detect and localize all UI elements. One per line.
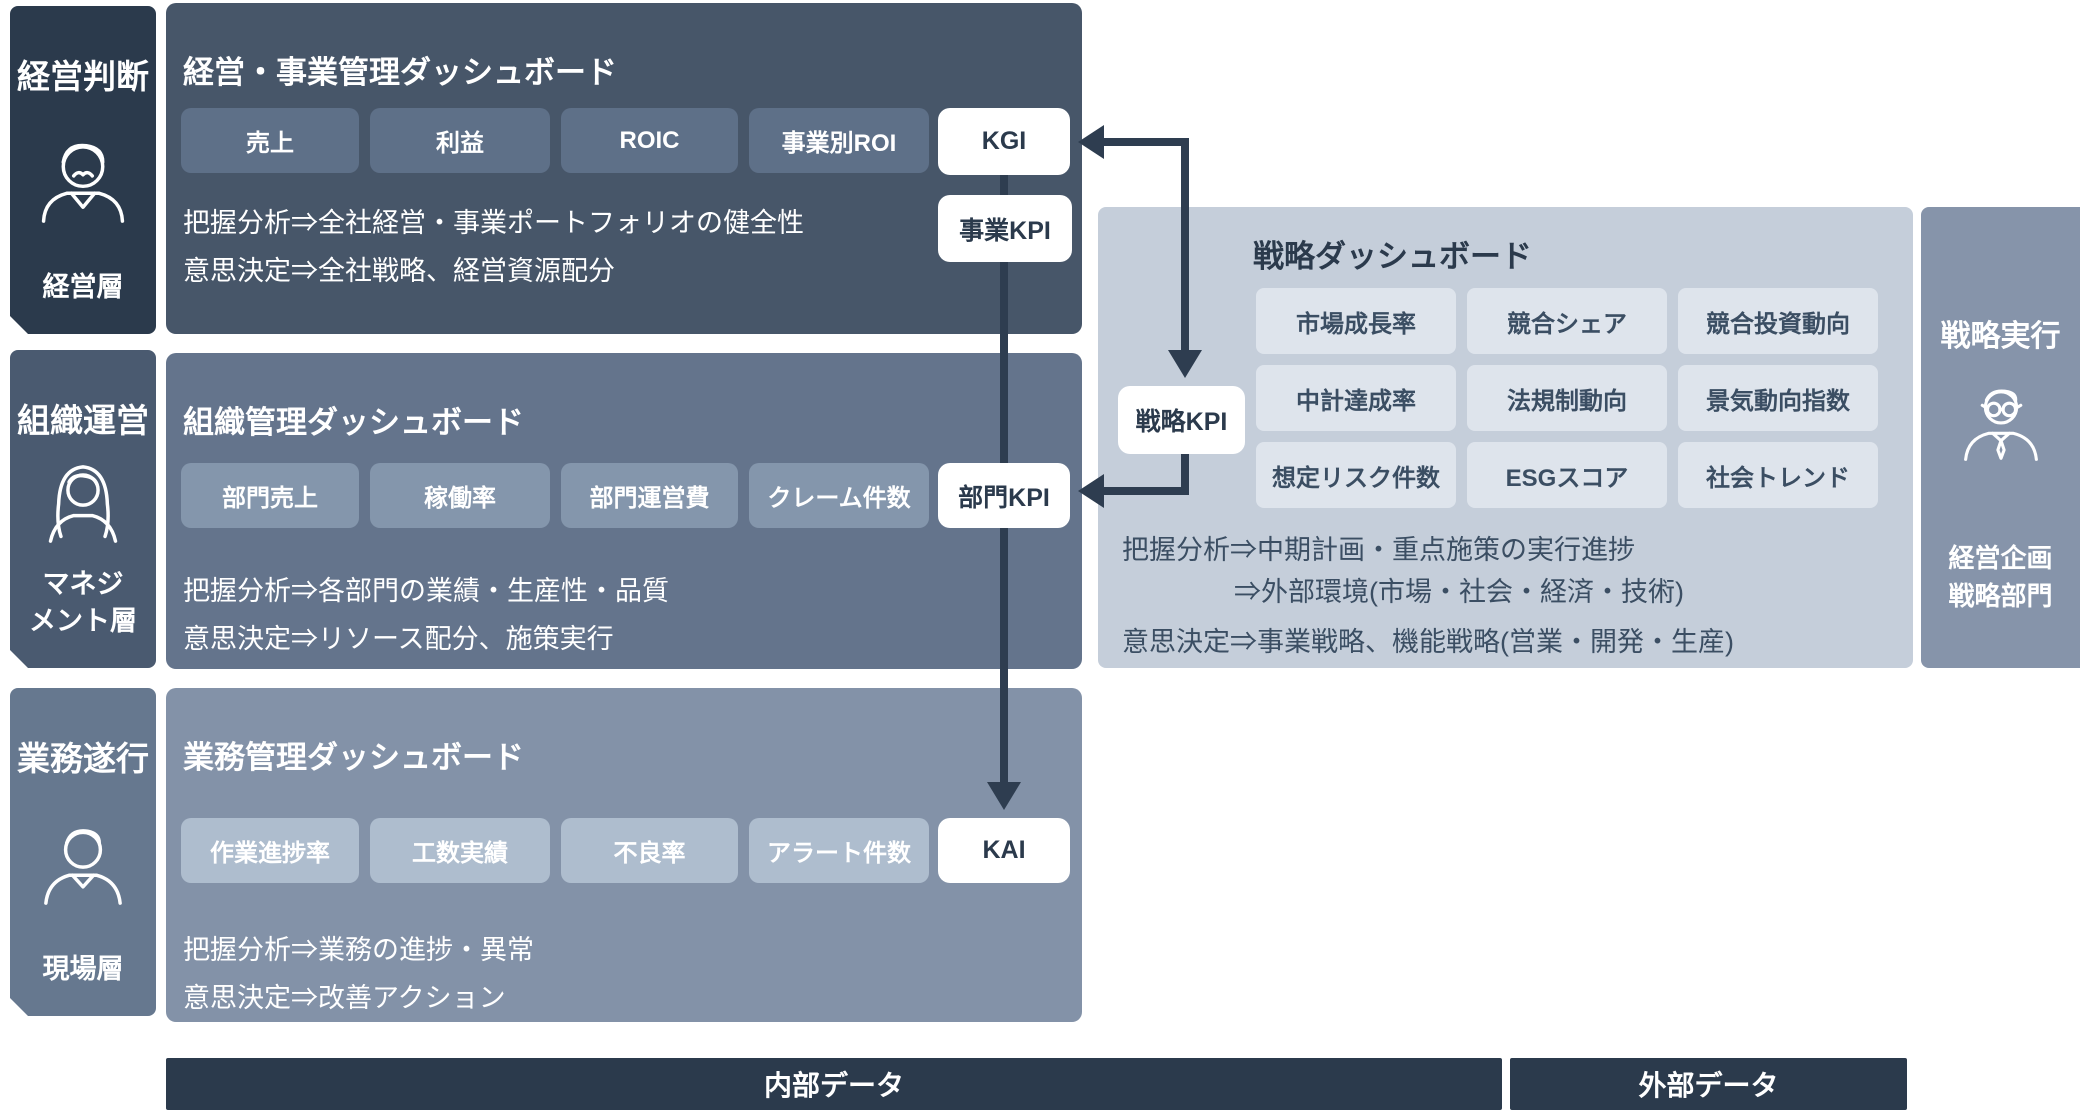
organization-decision-line: 意思決定⇒リソース配分、施策実行 xyxy=(183,624,614,654)
business-kpi-chip: 事業KPI xyxy=(938,195,1072,262)
connector-deptkpi-horizontal xyxy=(1104,487,1189,495)
metric-chip-utilization: 稼働率 xyxy=(370,463,550,528)
connector-strategykpi-down xyxy=(1181,454,1189,495)
strategy-analysis-line1: 把握分析⇒中期計画・重点施策の実行進捗 xyxy=(1122,535,1635,565)
layer-label-executive: 経営層 xyxy=(42,272,124,302)
arrow-to-kai-icon xyxy=(987,782,1021,810)
organization-metric-row: 部門売上 稼働率 部門運営費 クレーム件数 xyxy=(181,463,929,528)
strategy-metric-grid: 市場成長率 競合シェア 競合投資動向 中計達成率 法規制動向 景気動向指数 想定… xyxy=(1256,288,1878,508)
operations-decision-line: 意思決定⇒改善アクション xyxy=(183,983,506,1013)
role-label-field: 業務遂行 xyxy=(17,740,149,777)
strategy-kpi-chip: 戦略KPI xyxy=(1118,386,1245,454)
executive-dashboard-panel: 経営・事業管理ダッシュボード 売上 利益 ROIC 事業別ROI 把握分析⇒全社… xyxy=(166,3,1082,334)
metric-chip-market-growth: 市場成長率 xyxy=(1256,288,1456,354)
connector-kgi-horizontal xyxy=(1104,138,1189,146)
operations-metric-row: 作業進捗率 工数実績 不良率 アラート件数 xyxy=(181,818,929,883)
executive-metric-row: 売上 利益 ROIC 事業別ROI xyxy=(181,108,929,173)
metric-chip-social-trend: 社会トレンド xyxy=(1678,442,1878,508)
role-box-management: 組織運営 マネジ メント層 xyxy=(10,350,156,668)
connector-strategykpi-vertical xyxy=(1181,138,1189,350)
strategy-executor-box: 戦略実行 経営企画 戦略部門 xyxy=(1921,207,2080,668)
metric-chip-claims: クレーム件数 xyxy=(749,463,929,528)
kgi-chip: KGI xyxy=(938,108,1070,175)
role-label-executive: 経営判断 xyxy=(17,58,149,95)
field-person-icon xyxy=(25,780,141,951)
layer-label-field: 現場層 xyxy=(42,954,124,984)
metric-chip-competitor-share: 競合シェア xyxy=(1467,288,1667,354)
metric-chip-alerts: アラート件数 xyxy=(749,818,929,883)
strategy-decision-line: 意思決定⇒事業戦略、機能戦略(営業・開発・生産) xyxy=(1122,627,1734,657)
metric-chip-profit: 利益 xyxy=(370,108,550,173)
strategy-analysis-line2: ⇒外部環境(市場・社会・経済・技術) xyxy=(1234,577,1684,607)
strategist-person-icon xyxy=(1921,372,2080,476)
layer-label-strategy-dept-line1: 経営企画 xyxy=(1948,543,2053,573)
manager-person-icon xyxy=(25,442,141,566)
arrow-to-kgi-icon xyxy=(1078,125,1104,159)
executive-person-icon xyxy=(25,98,141,269)
metric-chip-competitor-investment: 競合投資動向 xyxy=(1678,288,1878,354)
metric-chip-defect-rate: 不良率 xyxy=(561,818,738,883)
layer-label-management: マネジ メント層 xyxy=(29,566,137,640)
internal-data-bar: 内部データ xyxy=(166,1058,1502,1110)
metric-chip-economic-index: 景気動向指数 xyxy=(1678,365,1878,431)
strategy-dashboard-title: 戦略ダッシュボード xyxy=(1253,239,1532,274)
organization-dashboard-panel: 組織管理ダッシュボード 部門売上 稼働率 部門運営費 クレーム件数 把握分析⇒各… xyxy=(166,353,1082,669)
metric-chip-manhours: 工数実績 xyxy=(370,818,550,883)
role-label-strategy-execution: 戦略実行 xyxy=(1940,320,2061,353)
metric-chip-regulation-trend: 法規制動向 xyxy=(1467,365,1667,431)
layer-label-strategy-dept-line2: 戦略部門 xyxy=(1948,581,2053,611)
metric-chip-progress-rate: 作業進捗率 xyxy=(181,818,359,883)
metric-chip-sales: 売上 xyxy=(181,108,359,173)
role-box-executive: 経営判断 経営層 xyxy=(10,6,156,334)
operations-analysis-line: 把握分析⇒業務の進捗・異常 xyxy=(183,935,534,965)
operations-dashboard-title: 業務管理ダッシュボード xyxy=(183,740,524,775)
layer-label-management-line2: メント層 xyxy=(29,606,137,636)
metric-chip-esg-score: ESGスコア xyxy=(1467,442,1667,508)
department-kpi-chip: 部門KPI xyxy=(938,463,1070,528)
role-label-management: 組織運営 xyxy=(17,402,149,439)
layer-label-strategy-dept: 経営企画 戦略部門 xyxy=(1921,539,2080,615)
metric-chip-dept-sales: 部門売上 xyxy=(181,463,359,528)
metric-chip-dept-opex: 部門運営費 xyxy=(561,463,738,528)
metric-chip-roic: ROIC xyxy=(561,108,738,173)
operations-dashboard-panel: 業務管理ダッシュボード 作業進捗率 工数実績 不良率 アラート件数 把握分析⇒業… xyxy=(166,688,1082,1022)
arrow-to-deptkpi-icon xyxy=(1078,474,1104,508)
organization-dashboard-title: 組織管理ダッシュボード xyxy=(183,405,524,440)
arrow-to-strategykpi-icon xyxy=(1168,350,1202,378)
executive-dashboard-title: 経営・事業管理ダッシュボード xyxy=(183,55,617,90)
metric-chip-roi-by-business: 事業別ROI xyxy=(749,108,929,173)
metric-chip-midterm-achievement: 中計達成率 xyxy=(1256,365,1456,431)
role-box-field: 業務遂行 現場層 xyxy=(10,688,156,1016)
metric-chip-assumed-risks: 想定リスク件数 xyxy=(1256,442,1456,508)
organization-analysis-line: 把握分析⇒各部門の業績・生産性・品質 xyxy=(183,576,669,606)
kai-chip: KAI xyxy=(938,818,1070,883)
executive-decision-line: 意思決定⇒全社戦略、経営資源配分 xyxy=(183,256,615,286)
strategy-dashboard-panel: 戦略ダッシュボード 市場成長率 競合シェア 競合投資動向 中計達成率 法規制動向… xyxy=(1098,207,1913,668)
executive-analysis-line: 把握分析⇒全社経営・事業ポートフォリオの健全性 xyxy=(183,208,804,238)
layer-label-management-line1: マネジ xyxy=(42,569,124,599)
external-data-bar: 外部データ xyxy=(1510,1058,1907,1110)
